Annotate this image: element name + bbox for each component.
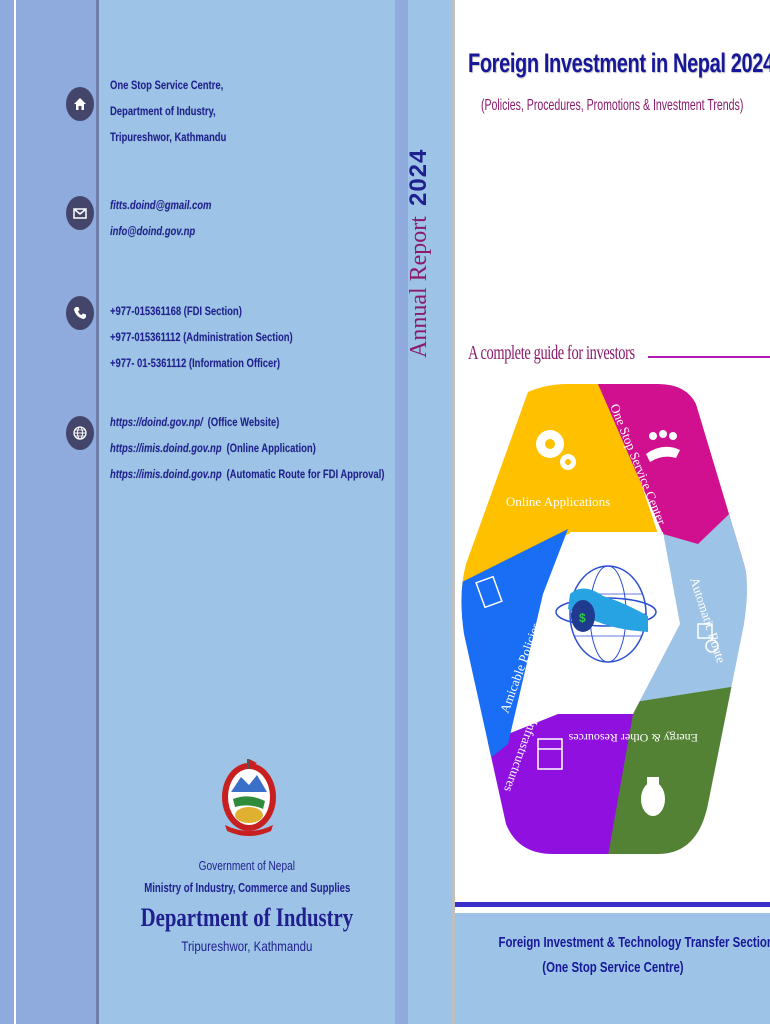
tagline-rule xyxy=(648,356,770,358)
website-link[interactable]: https://imis.doind.gov.np xyxy=(110,469,222,481)
address-line: One Stop Service Centre, xyxy=(110,80,224,92)
back-cover-panel xyxy=(99,0,395,1024)
left-edge-line xyxy=(14,0,16,1024)
website-note: (Automatic Route for FDI Approval) xyxy=(226,469,385,481)
section-subtitle: (One Stop Service Centre) xyxy=(541,959,684,976)
address-block: One Stop Service Centre, Department of I… xyxy=(110,73,226,151)
svg-text:$: $ xyxy=(579,611,586,625)
nepal-emblem xyxy=(222,759,276,836)
globe-icon xyxy=(66,416,94,450)
people-hand-icon xyxy=(646,430,680,462)
globe-map-icon: $ xyxy=(555,565,657,663)
spine-divider xyxy=(452,0,455,1024)
spine-stripe xyxy=(395,0,408,1024)
gov-location: Tripureshwor, Kathmandu xyxy=(181,938,313,954)
cover-tagline: A complete guide for investors xyxy=(468,342,635,364)
label-energy: Energy & Other Resources xyxy=(568,731,698,745)
factory-icon xyxy=(537,738,563,770)
spine-panel xyxy=(408,0,452,1024)
automation-icon xyxy=(697,623,719,653)
gears-icon xyxy=(536,430,576,470)
investment-wheel: $ Online Applications One Stop Service C… xyxy=(461,384,748,854)
website-link[interactable]: https://doind.gov.np/ xyxy=(110,417,203,429)
gov-department: Department of Industry xyxy=(140,903,354,932)
home-icon xyxy=(66,87,94,121)
column-divider xyxy=(96,0,99,1024)
cover-subtitle: (Policies, Procedures, Promotions & Inve… xyxy=(481,97,744,114)
cover-title: Foreign Investment in Nepal 2024 xyxy=(468,48,770,78)
mail-icon xyxy=(66,196,94,230)
phone-number: +977-015361168 (FDI Section) xyxy=(110,306,242,318)
footer-panel xyxy=(455,913,770,1024)
spine-title: Annual Report 2024 xyxy=(405,149,433,358)
icon-column xyxy=(16,0,96,1024)
website-note: (Office Website) xyxy=(207,417,280,429)
phone-number: +977- 01-5361112 (Information Officer) xyxy=(110,358,281,370)
website-row: https://imis.doind.gov.np (Online Applica… xyxy=(110,436,384,462)
address-line: Department of Industry, xyxy=(110,106,216,118)
phone-block: +977-015361168 (FDI Section) +977-015361… xyxy=(110,299,293,377)
email-block: fitts.doind@gmail.com info@doind.gov.np xyxy=(110,193,211,245)
spine-year: 2024 xyxy=(405,148,432,207)
website-note: (Online Application) xyxy=(226,443,316,455)
label-online-applications: Online Applications xyxy=(506,494,610,509)
website-row: https://imis.doind.gov.np (Automatic Rout… xyxy=(110,462,384,488)
email-link[interactable]: fitts.doind@gmail.com xyxy=(110,200,212,212)
spine-label: Annual Report xyxy=(406,216,432,358)
footer-rule xyxy=(455,902,770,907)
phone-icon xyxy=(66,296,94,330)
email-link[interactable]: info@doind.gov.np xyxy=(110,226,196,238)
gov-ministry: Ministry of Industry, Commerce and Suppl… xyxy=(143,880,351,895)
gov-line1: Government of Nepal xyxy=(198,858,296,873)
address-line: Tripureshwor, Kathmandu xyxy=(110,132,227,144)
website-link[interactable]: https://imis.doind.gov.np xyxy=(110,443,222,455)
lightbulb-icon xyxy=(641,777,665,816)
section-title: Foreign Investment & Technology Transfer… xyxy=(498,934,770,951)
left-edge-strip xyxy=(0,0,14,1024)
website-block: https://doind.gov.np/ (Office Website) ht… xyxy=(110,410,384,488)
phone-number: +977-015361112 (Administration Section) xyxy=(110,332,293,344)
document-icon xyxy=(475,575,503,609)
segment-amicable-policies xyxy=(461,529,568,784)
website-row: https://doind.gov.np/ (Office Website) xyxy=(110,410,384,436)
